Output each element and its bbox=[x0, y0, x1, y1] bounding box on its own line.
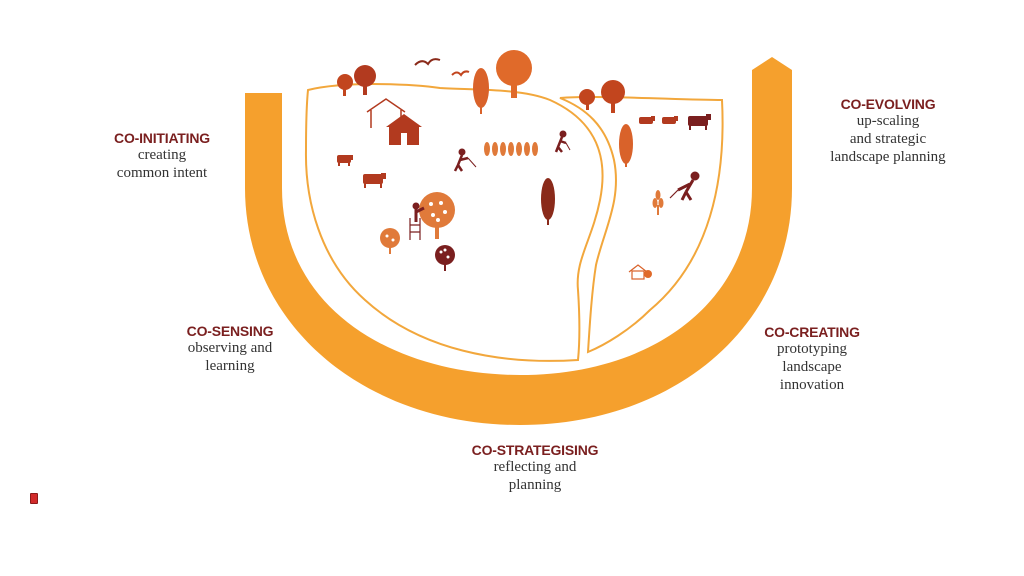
stage-label-co-creating: CO-CREATING prototyping landscape innova… bbox=[748, 324, 876, 394]
orchard-tree-icon bbox=[419, 192, 455, 239]
stage-desc-line: planning bbox=[508, 477, 562, 493]
landscape-left-outline bbox=[304, 83, 604, 362]
cow-icon bbox=[662, 116, 678, 124]
wheat-icon bbox=[652, 190, 664, 215]
slide-marker-icon bbox=[30, 493, 38, 504]
farmer-icon bbox=[669, 171, 700, 201]
farmer-icon bbox=[554, 130, 571, 153]
stage-desc-line: common intent bbox=[116, 165, 208, 181]
stage-label-co-sensing: CO-SENSING observing and learning bbox=[168, 323, 292, 375]
stage-desc-line: learning bbox=[205, 358, 255, 374]
stage-title: CO-SENSING bbox=[186, 323, 274, 339]
tree-icon bbox=[354, 65, 376, 95]
house-icon bbox=[628, 264, 652, 280]
house-icon bbox=[386, 114, 422, 145]
tree-icon bbox=[541, 178, 555, 225]
stage-desc-line: observing and bbox=[187, 340, 273, 356]
stage-label-co-strategising: CO-STRATEGISING reflecting and planning bbox=[455, 442, 615, 494]
stage-desc-line: prototyping bbox=[777, 341, 847, 357]
cow-icon bbox=[363, 173, 386, 188]
stage-desc-line: and strategic bbox=[849, 131, 927, 147]
tree-icon bbox=[579, 89, 595, 110]
crop-row-icon bbox=[484, 142, 538, 156]
stage-desc-line: up-scaling bbox=[856, 113, 920, 129]
stage-desc-line: reflecting and bbox=[493, 459, 577, 475]
orchard-tree-icon bbox=[435, 245, 455, 271]
stage-title: CO-INITIATING bbox=[114, 130, 210, 146]
farmer-icon bbox=[453, 148, 477, 172]
stage-label-co-evolving: CO-EVOLVING up-scaling and strategic lan… bbox=[806, 96, 970, 166]
cow-icon bbox=[639, 116, 655, 124]
stage-title: CO-STRATEGISING bbox=[471, 442, 599, 458]
tree-icon bbox=[601, 80, 625, 113]
stage-title: CO-EVOLVING bbox=[840, 96, 936, 112]
stage-desc-line: landscape planning bbox=[830, 149, 946, 165]
orchard-tree-icon bbox=[380, 228, 400, 254]
stage-desc-line: landscape bbox=[782, 359, 842, 375]
landscape-right-outline bbox=[559, 96, 724, 354]
cow-icon bbox=[337, 155, 353, 166]
tree-icon bbox=[337, 74, 353, 96]
picker-icon bbox=[409, 202, 425, 240]
bird-icon bbox=[414, 58, 441, 66]
tree-icon bbox=[619, 124, 633, 167]
tree-icon bbox=[496, 50, 532, 98]
bird-icon bbox=[451, 70, 470, 77]
stage-title: CO-CREATING bbox=[764, 324, 860, 340]
tree-icon bbox=[473, 68, 489, 114]
stage-desc-line: innovation bbox=[779, 377, 845, 393]
stage-desc-line: creating bbox=[137, 147, 187, 163]
stage-label-co-initiating: CO-INITIATING creating common intent bbox=[100, 130, 224, 182]
cow-icon bbox=[688, 114, 711, 130]
